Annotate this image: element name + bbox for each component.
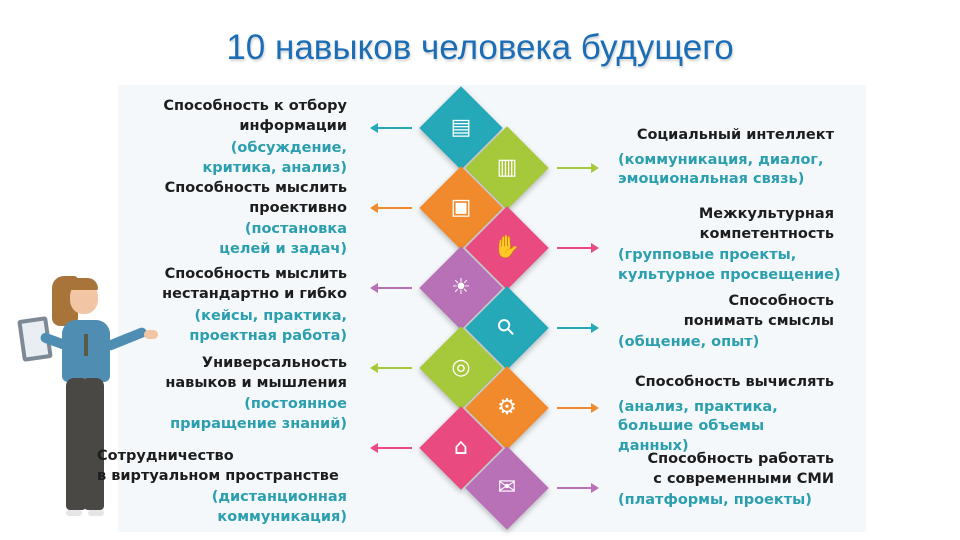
arrow-left-icon xyxy=(370,363,412,373)
house-icon: ⌂ xyxy=(454,435,468,460)
skill-subtitle: (общение, опыт) xyxy=(618,334,760,350)
lightbulb-icon: ☀ xyxy=(451,275,471,300)
arrow-left-icon xyxy=(370,443,412,453)
arrow-left-icon xyxy=(370,123,412,133)
skill-title: в виртуальном пространстве xyxy=(97,467,339,484)
skill-left-2: Способность мыслить проективно (постанов… xyxy=(107,179,347,259)
skill-subtitle: целей и задач) xyxy=(219,240,347,257)
skill-title: Способность работать xyxy=(647,451,834,467)
skill-title: Межкультурная xyxy=(698,206,834,222)
skill-subtitle: (анализ, практика, xyxy=(618,398,778,415)
skill-subtitle: критика, анализ) xyxy=(202,159,347,176)
skill-right-4: Способность вычислять (анализ, практика,… xyxy=(606,373,834,456)
page-title: 10 навыков человека будущего xyxy=(226,28,734,67)
arrow-left-icon xyxy=(370,203,412,213)
skill-subtitle: (обсуждение, xyxy=(230,140,347,156)
arrow-right-icon xyxy=(557,403,599,413)
skill-title: Универсальность xyxy=(201,355,347,371)
skill-title: проективно xyxy=(249,199,347,216)
skill-title: Способность xyxy=(728,293,834,309)
arrow-right-icon xyxy=(557,323,599,333)
skill-title: Способность к отбору xyxy=(163,98,347,114)
skill-subtitle: проектная работа) xyxy=(189,327,347,344)
skill-subtitle: приращение знаний) xyxy=(170,415,347,432)
skill-subtitle: эмоциональная связь) xyxy=(618,171,805,187)
skill-title: понимать смыслы xyxy=(683,312,834,329)
skill-left-5: Сотрудничество в виртуальном пространств… xyxy=(77,447,347,527)
skill-left-1: Способность к отбору информации (обсужде… xyxy=(107,97,347,178)
skill-title: нестандартно и гибко xyxy=(162,285,347,302)
arrow-right-icon xyxy=(557,243,599,253)
skill-subtitle: (постоянное xyxy=(244,396,347,412)
skill-title: Способность мыслить xyxy=(164,180,347,196)
skill-title: с современными СМИ xyxy=(653,470,834,487)
skill-subtitle: (платформы, проекты) xyxy=(618,492,812,508)
skill-right-2: Межкультурная компетентность (групповые … xyxy=(606,205,860,285)
skill-title: Сотрудничество xyxy=(97,448,234,464)
target-icon: ◎ xyxy=(451,355,471,380)
skill-right-1: Социальный интеллект (коммуникация, диал… xyxy=(606,126,834,190)
skill-title: компетентность xyxy=(699,225,834,242)
skill-title: Способность мыслить xyxy=(164,266,347,282)
arrow-right-icon xyxy=(557,163,599,173)
skill-subtitle: (постановка xyxy=(244,221,347,237)
gear-icon: ⚙ xyxy=(497,395,517,420)
envelope-icon: ✉ xyxy=(497,475,517,500)
arrow-right-icon xyxy=(557,483,599,493)
bar-chart-icon: ▥ xyxy=(496,155,518,180)
skill-left-4: Универсальность навыков и мышления (пост… xyxy=(107,354,347,434)
skill-subtitle: коммуникация) xyxy=(217,508,347,525)
skill-subtitle: (коммуникация, диалог, xyxy=(618,151,824,168)
skill-right-3: Способность понимать смыслы (общение, оп… xyxy=(606,292,834,353)
skill-subtitle: культурное просвещение) xyxy=(618,266,841,283)
skill-title: Способность вычислять xyxy=(635,374,834,390)
skill-subtitle: большие объемы данных) xyxy=(618,418,765,454)
skill-subtitle: (дистанционная xyxy=(211,489,347,505)
skill-title: Социальный интеллект xyxy=(636,127,834,143)
skill-left-3: Способность мыслить нестандартно и гибко… xyxy=(107,265,347,346)
skill-title: навыков и мышления xyxy=(165,374,347,391)
skill-right-5: Способность работать с современными СМИ … xyxy=(606,450,834,511)
skill-title: информации xyxy=(239,117,347,134)
skill-subtitle: (кейсы, практика, xyxy=(194,308,347,324)
laptop-document-icon: ▤ xyxy=(450,115,472,140)
handshake-icon: ✋ xyxy=(493,235,521,260)
briefcase-icon: ▣ xyxy=(450,195,472,220)
arrow-left-icon xyxy=(370,283,412,293)
skill-subtitle: (групповые проекты, xyxy=(618,247,797,263)
